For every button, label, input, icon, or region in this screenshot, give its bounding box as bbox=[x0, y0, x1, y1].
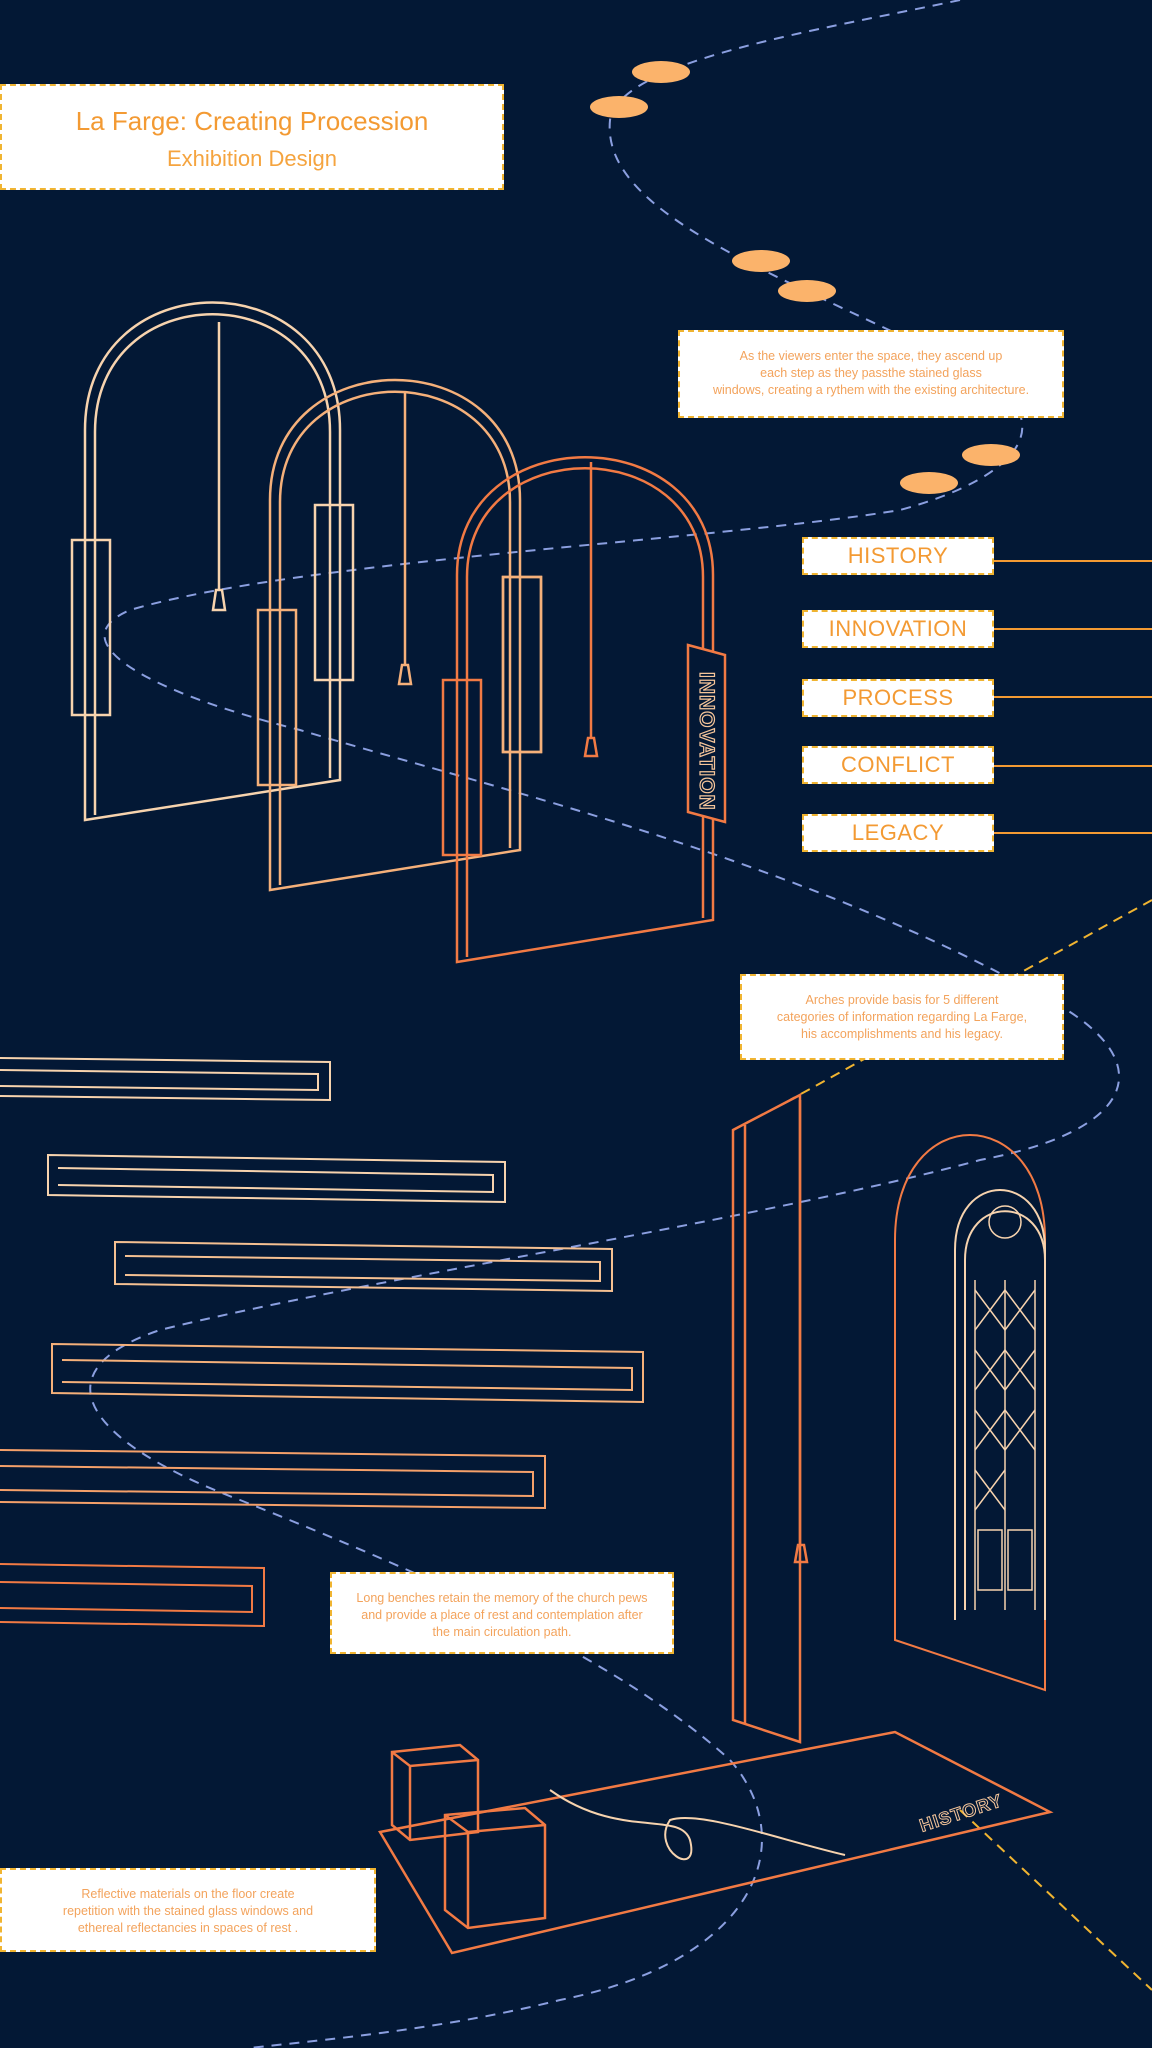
category-connectors bbox=[994, 560, 1152, 834]
note-arches-line: categories of information regarding La F… bbox=[776, 1010, 1028, 1024]
benches bbox=[0, 1057, 644, 1628]
note-floor-line: repetition with the stained glass window… bbox=[62, 1904, 314, 1918]
note-steps: As the viewers enter the space, they asc… bbox=[678, 330, 1064, 418]
note-benches-line: and provide a place of rest and contempl… bbox=[361, 1608, 643, 1622]
category-conflict: CONFLICT bbox=[802, 746, 994, 784]
note-steps-line: As the viewers enter the space, they asc… bbox=[739, 349, 1003, 363]
page-title: La Farge: Creating Procession bbox=[75, 106, 429, 136]
history-installation bbox=[378, 1092, 1054, 1955]
note-floor-line: Reflective materials on the floor create bbox=[81, 1887, 295, 1901]
guide-line-lower bbox=[959, 1809, 1152, 1991]
note-steps-line: windows, creating a rythem with the exis… bbox=[712, 383, 1030, 397]
category-legacy: LEGACY bbox=[802, 814, 994, 852]
note-benches-line: the main circulation path. bbox=[432, 1625, 572, 1639]
arch-sign: INNOVATION bbox=[695, 672, 718, 811]
title-box: La Farge: Creating Procession Exhibition… bbox=[0, 84, 504, 190]
arch-3 bbox=[441, 456, 727, 964]
category-innovation: INNOVATION bbox=[802, 610, 994, 648]
note-arches-line: Arches provide basis for 5 different bbox=[805, 993, 999, 1007]
stained-glass-window bbox=[894, 1134, 1046, 1692]
category-history: HISTORY bbox=[802, 537, 994, 575]
arch-1 bbox=[70, 301, 355, 822]
note-arches-line: his accomplishments and his legacy. bbox=[801, 1027, 1003, 1041]
category-process: PROCESS bbox=[802, 679, 994, 717]
note-benches-line: Long benches retain the memory of the ch… bbox=[356, 1591, 648, 1605]
circulation-path bbox=[89, 0, 1121, 2048]
note-floor: Reflective materials on the floor create… bbox=[0, 1868, 376, 1952]
note-steps-line: each step as they passthe stained glass bbox=[760, 366, 982, 380]
note-benches: Long benches retain the memory of the ch… bbox=[330, 1572, 674, 1654]
steps bbox=[590, 61, 1020, 494]
arch-2 bbox=[256, 378, 543, 892]
note-floor-line: ethereal reflectancies in spaces of rest… bbox=[77, 1921, 299, 1935]
floor-sign: HISTORY bbox=[917, 1790, 1005, 1836]
note-arches: Arches provide basis for 5 different cat… bbox=[740, 974, 1064, 1060]
page-subtitle: Exhibition Design bbox=[167, 146, 337, 171]
